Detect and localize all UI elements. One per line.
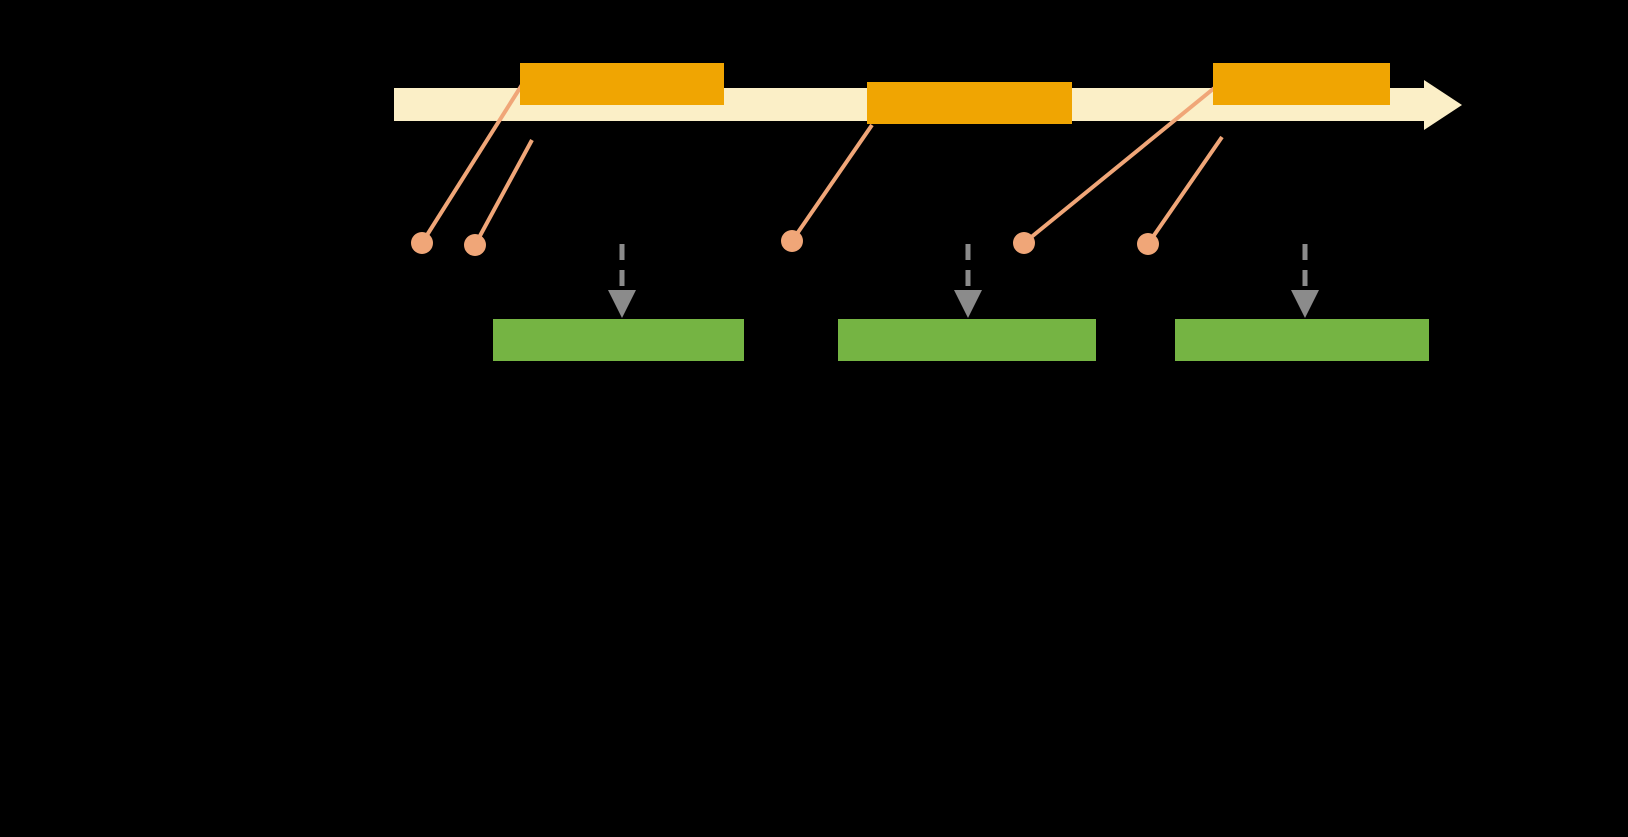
window-cell bbox=[1048, 335, 1092, 344]
window-cell bbox=[497, 342, 628, 358]
result-table-2 bbox=[838, 319, 1096, 361]
count-cell bbox=[983, 323, 1045, 332]
event-time-cell bbox=[524, 86, 609, 102]
event-time-cell bbox=[612, 67, 720, 83]
event-time-cell bbox=[1293, 67, 1386, 83]
window-cell bbox=[1048, 323, 1092, 332]
event-time-cell bbox=[961, 86, 1068, 120]
event-marker-dot-icon bbox=[411, 232, 433, 254]
window-cell bbox=[1316, 342, 1378, 348]
event-table-3 bbox=[1213, 63, 1390, 105]
event-connector-line bbox=[1022, 83, 1220, 245]
result-row bbox=[1179, 323, 1425, 357]
count-cell bbox=[631, 323, 693, 339]
window-cell bbox=[842, 348, 980, 357]
word-cell bbox=[497, 323, 628, 339]
down-arrowhead-icon bbox=[954, 290, 982, 318]
word-cell bbox=[1179, 323, 1313, 329]
event-words-cell bbox=[1217, 67, 1290, 83]
window-cell bbox=[842, 335, 980, 344]
timeline-arrowhead-icon bbox=[1424, 80, 1462, 130]
window-cell bbox=[1381, 332, 1425, 338]
event-time-cell bbox=[1217, 86, 1290, 102]
window-cell bbox=[983, 335, 1045, 344]
window-cell bbox=[696, 323, 740, 339]
window-cell bbox=[1381, 323, 1425, 329]
window-cell bbox=[1316, 332, 1378, 338]
down-arrowhead-icon bbox=[608, 290, 636, 318]
event-connector-line bbox=[473, 139, 534, 246]
result-table-1 bbox=[493, 319, 744, 361]
word-cell bbox=[842, 323, 980, 332]
count-cell bbox=[1316, 323, 1378, 329]
event-row bbox=[524, 67, 720, 101]
window-cell bbox=[1179, 342, 1313, 348]
result-table-3 bbox=[1175, 319, 1429, 361]
event-words-cell bbox=[524, 67, 609, 83]
event-marker-dot-icon bbox=[1137, 233, 1159, 255]
event-connector-line bbox=[420, 78, 527, 245]
window-cell bbox=[1179, 351, 1313, 357]
event-marker-dot-icon bbox=[781, 230, 803, 252]
event-connector-line bbox=[1146, 135, 1224, 246]
window-cell bbox=[1381, 342, 1425, 348]
result-row bbox=[842, 323, 1092, 357]
event-row bbox=[1217, 67, 1386, 101]
event-row bbox=[871, 86, 1068, 120]
result-row bbox=[497, 323, 740, 357]
event-marker-dot-icon bbox=[1013, 232, 1035, 254]
down-arrowhead-icon bbox=[1291, 290, 1319, 318]
event-marker-dot-icon bbox=[464, 234, 486, 256]
event-connector-line bbox=[790, 123, 874, 243]
event-table-2 bbox=[867, 82, 1072, 124]
event-words-cell bbox=[871, 86, 958, 120]
event-table-1 bbox=[520, 63, 724, 105]
window-cell bbox=[1179, 332, 1313, 338]
